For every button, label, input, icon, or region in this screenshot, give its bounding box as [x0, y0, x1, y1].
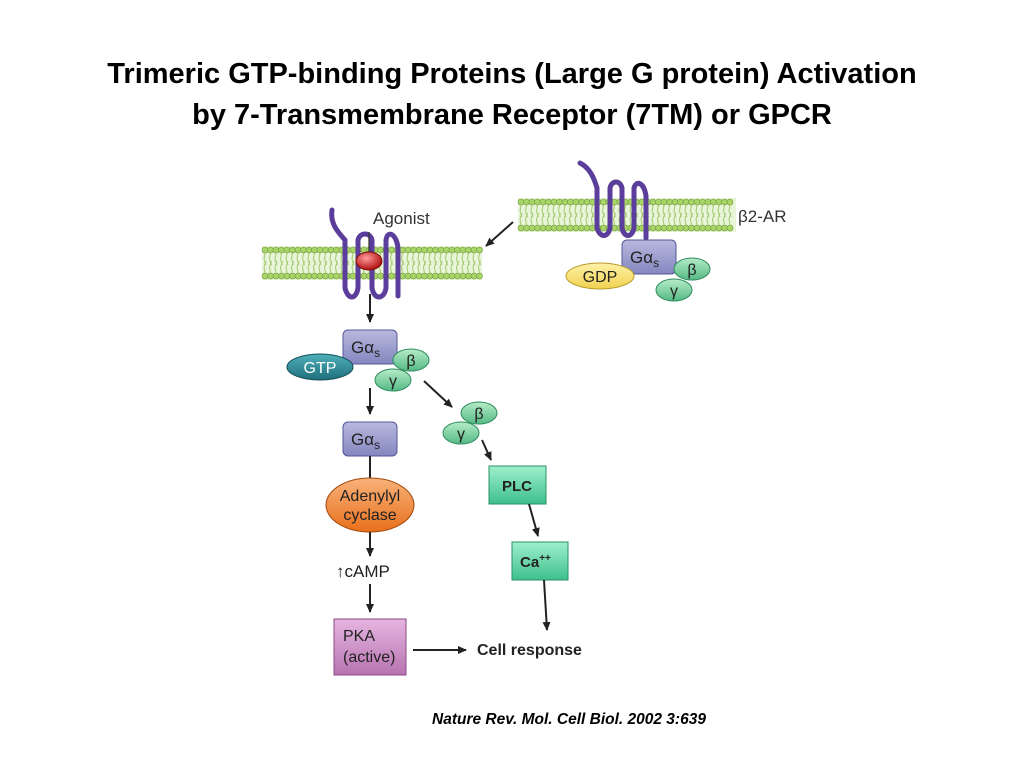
- arrow-rest-to-active: [485, 221, 514, 247]
- svg-text:(active): (active): [343, 649, 395, 666]
- arrow-plc-to-ca: [528, 503, 540, 537]
- pka-box: [333, 618, 407, 676]
- title-line-1: Trimeric GTP-binding Proteins (Large G p…: [107, 58, 917, 90]
- g-alpha-box-resting: [621, 239, 677, 275]
- svg-text:β: β: [687, 262, 696, 279]
- svg-text:PKA: PKA: [343, 628, 375, 645]
- citation: Nature Rev. Mol. Cell Biol. 2002 3:639: [432, 711, 706, 728]
- arrow-g-to-betagamma: [423, 380, 453, 408]
- gdp-label: GDP: [583, 269, 618, 286]
- svg-text:γ: γ: [670, 283, 678, 300]
- agonist-molecule: [355, 251, 383, 271]
- arrow-ca-to-response: [542, 579, 551, 631]
- beta-free: [460, 401, 498, 425]
- gamma-active: [374, 368, 412, 392]
- membrane-right: [517, 198, 736, 232]
- receptor-label: β2-AR: [738, 207, 787, 226]
- slide-title: Trimeric GTP-binding Proteins (Large G p…: [0, 54, 1024, 136]
- calcium-box: [511, 541, 569, 581]
- cell-response-label: Cell response: [477, 642, 582, 659]
- arrow-betagamma-to-plc: [481, 439, 492, 461]
- svg-text:Gαs: Gαs: [630, 248, 659, 270]
- agonist-label: Agonist: [373, 209, 430, 228]
- resting-g-protein: Gαs GDP β γ: [565, 239, 711, 302]
- svg-text:γ: γ: [389, 373, 397, 390]
- svg-text:β: β: [406, 353, 415, 370]
- title-line-2: by 7-Transmembrane Receptor (7TM) or GPC…: [192, 99, 832, 131]
- svg-text:Gαs: Gαs: [351, 338, 380, 360]
- gtp-molecule: [286, 353, 354, 381]
- receptor-right: [577, 160, 649, 241]
- calcium-label: Ca++: [520, 553, 551, 571]
- camp-label: ↑cAMP: [336, 562, 390, 581]
- plc-box: [488, 465, 547, 505]
- svg-text:Gαs: Gαs: [351, 430, 380, 452]
- beta-resting: [673, 257, 711, 281]
- gamma-resting: [655, 278, 693, 302]
- svg-text:Adenylyl: Adenylyl: [340, 488, 400, 505]
- beta-active: [392, 348, 430, 372]
- svg-text:γ: γ: [457, 426, 465, 443]
- svg-text:cyclase: cyclase: [343, 507, 396, 524]
- receptor-left: [329, 207, 401, 300]
- plc-label: PLC: [502, 478, 532, 495]
- g-alpha-box-active: [342, 329, 398, 365]
- svg-text:β: β: [474, 406, 483, 423]
- gdp-resting: [565, 262, 635, 290]
- gamma-free: [442, 421, 480, 445]
- activated-g-protein: Gαs GTP β γ: [286, 329, 430, 392]
- gtp-label: GTP: [304, 360, 337, 377]
